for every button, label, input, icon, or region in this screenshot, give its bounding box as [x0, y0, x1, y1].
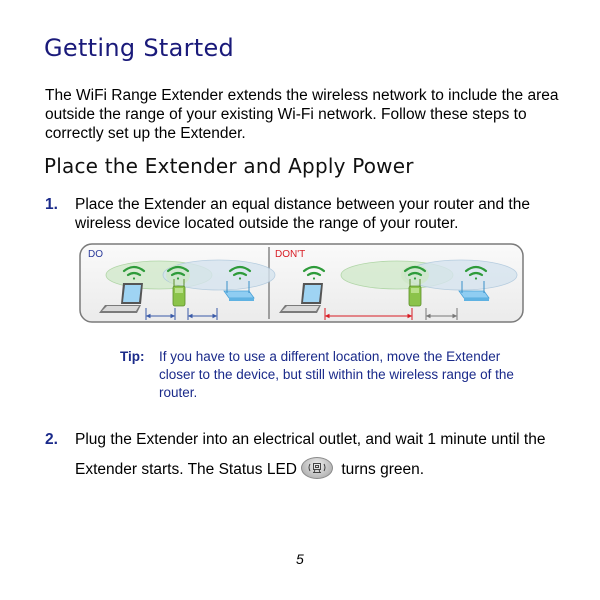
extender-icon: [408, 279, 422, 307]
page-title: Getting Started: [44, 34, 235, 62]
tip-note: Tip: If you have to use a different loca…: [120, 348, 520, 402]
distance-arrows-bad: [324, 308, 413, 320]
step-number: 1.: [45, 196, 58, 213]
step-text-before-icon: Plug the Extender into an electrical out…: [75, 431, 546, 478]
do-label: DO: [88, 249, 103, 260]
wifi-icon: [122, 265, 252, 280]
step-text-after-icon: turns green.: [341, 461, 425, 478]
dont-label: DON'T: [275, 249, 306, 260]
intro-paragraph: The WiFi Range Extender extends the wire…: [45, 87, 559, 142]
distance-arrows: [145, 308, 218, 320]
wifi-icon: [302, 265, 488, 280]
laptop-icon: [279, 283, 323, 313]
step-2: 2. Plug the Extender into an electrical …: [45, 425, 565, 485]
router-icon: [223, 281, 255, 301]
tip-label: Tip:: [120, 349, 145, 364]
router-icon: [458, 281, 490, 301]
placement-diagram: DO DON'T: [79, 243, 524, 323]
distance-arrows-short: [425, 308, 458, 320]
step-text: Plug the Extender into an electrical out…: [75, 425, 565, 485]
page-number: 5: [296, 551, 304, 567]
laptop-icon: [99, 283, 143, 313]
step-1: 1. Place the Extender an equal distance …: [45, 195, 565, 233]
tip-text: If you have to use a different location,…: [159, 349, 514, 400]
extender-icon: [172, 279, 186, 307]
step-text: Place the Extender an equal distance bet…: [75, 196, 530, 232]
status-led-icon: [301, 456, 333, 479]
section-title: Place the Extender and Apply Power: [44, 154, 414, 178]
step-number: 2.: [45, 431, 58, 448]
